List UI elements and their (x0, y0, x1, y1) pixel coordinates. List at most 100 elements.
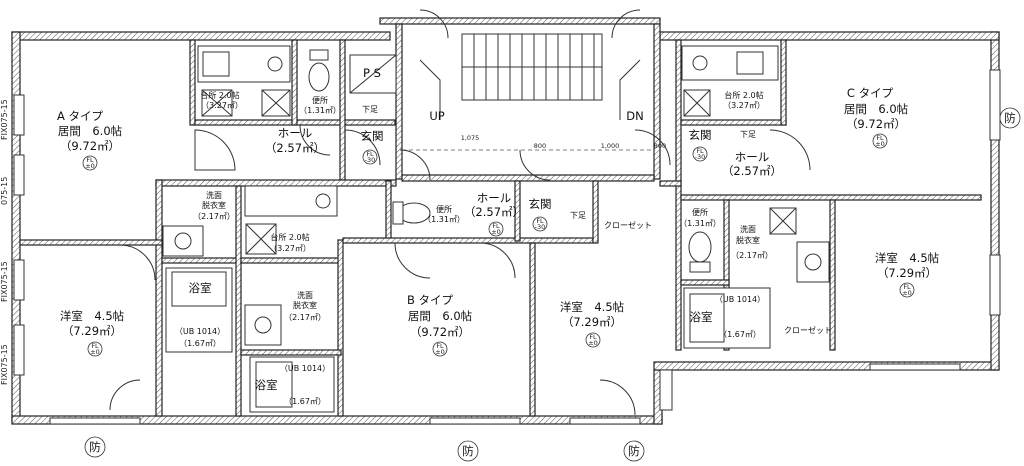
stair-up-label: UP (429, 109, 444, 123)
fire-marks: 防 防 防 防 (84, 107, 1021, 462)
unit-c-washroom-label2: 脱衣室 (736, 235, 760, 245)
unit-a-entrance-label: 玄関 (361, 129, 384, 143)
svg-text:±0: ±0 (875, 140, 885, 148)
svg-text:FL: FL (91, 342, 99, 350)
stair (402, 33, 654, 151)
svg-text:防: 防 (462, 444, 474, 458)
unit-b-washroom-area: （2.17㎡） (284, 313, 326, 322)
unit-c-entrance-label: 玄関 (689, 128, 712, 142)
unit-a-kitchen-label: 台所 2.0帖 (200, 90, 239, 100)
unit-b-ub-label: （UB 1014） (280, 364, 330, 373)
dim-label: 800 (654, 142, 666, 150)
unit-a: A タイプ 居間 6.0帖 （9.72㎡） 洋室 4.5帖 （7.29㎡） 台所… (57, 66, 384, 348)
svg-text:±0: ±0 (85, 162, 95, 170)
fl-marker: FL ±0 (432, 341, 448, 357)
ps-label: P S (363, 66, 381, 80)
unit-c-hall-label: ホール (735, 150, 770, 164)
unit-b-kitchen-area: （3.27㎡） (269, 244, 311, 253)
svg-text:±0: ±0 (491, 228, 501, 236)
doors (109, 9, 811, 416)
unit-b-bath-area: （1.67㎡） (284, 397, 326, 406)
unit-b-living-label: 居間 6.0帖 (408, 309, 472, 323)
side-label: FIX075-15 (0, 344, 9, 385)
fixtures (162, 45, 830, 413)
stair-dn-label: DN (626, 109, 643, 123)
svg-text:FL: FL (696, 147, 704, 155)
svg-text:±0: ±0 (588, 339, 598, 347)
unit-a-ub-label: （UB 1014） (175, 327, 225, 336)
unit-b-closet-label: クローゼット (604, 220, 652, 230)
svg-text:防: 防 (1004, 111, 1016, 125)
fl-marker: FL ±0 (87, 341, 103, 357)
unit-a-washroom-label2: 脱衣室 (202, 200, 226, 210)
unit-c: C タイプ 居間 6.0帖 （9.72㎡） 洋室 4.5帖 （7.29㎡） 台所… (679, 86, 939, 339)
unit-a-toilet-label: 便所 (312, 95, 328, 105)
unit-c-step-label: 下足 (740, 130, 756, 139)
unit-b-toilet-area: （1.31㎡） (423, 215, 465, 224)
unit-c-bath-area: （1.67㎡） (719, 330, 761, 339)
unit-b-toilet-label: 便所 (436, 204, 452, 214)
fl-marker: FL -30 (532, 216, 548, 232)
interior-walls (19, 39, 982, 417)
dimensions: 1,075 800 1,000 800 (461, 134, 667, 150)
unit-b-entrance-label: 玄関 (529, 197, 552, 211)
unit-c-kitchen-label: 台所 2.0帖 (724, 90, 763, 100)
unit-c-living-area: （9.72㎡） (846, 117, 906, 131)
side-labels: FIX075-15 075-15 FIX075-15 FIX075-15 (0, 99, 9, 385)
unit-c-hall-area: （2.57㎡） (722, 164, 782, 178)
unit-c-toilet-area: （1.31㎡） (679, 219, 721, 228)
fl-marker: FL ±0 (872, 133, 888, 149)
svg-text:±0: ±0 (90, 348, 100, 356)
unit-a-hall-label: ホール (278, 126, 313, 140)
dim-label: 800 (534, 142, 546, 150)
windows (13, 69, 1001, 425)
unit-b-kitchen-label: 台所 2.0帖 (270, 232, 309, 242)
svg-text:FL: FL (536, 217, 544, 225)
fire-mark: 防 (457, 440, 479, 462)
unit-a-washroom-area: （2.17㎡） (193, 212, 235, 221)
unit-a-hall-area: （2.57㎡） (265, 141, 325, 155)
unit-b-type: B タイプ (407, 293, 454, 307)
svg-text:FL: FL (366, 150, 374, 158)
svg-text:FL: FL (86, 156, 94, 164)
unit-a-kitchen-area: （3.27㎡） (201, 101, 243, 110)
fl-marker: FL ±0 (488, 221, 504, 237)
dim-label: 1,000 (601, 142, 620, 150)
fl-marker: FL -30 (362, 149, 378, 165)
side-label: FIX075-15 (0, 261, 9, 302)
dim-label: 1,075 (461, 134, 480, 142)
unit-c-western-area: （7.29㎡） (877, 266, 937, 280)
unit-b-washroom-label: 洗面 (297, 290, 313, 300)
svg-text:FL: FL (876, 134, 884, 142)
unit-c-living-label: 居間 6.0帖 (844, 102, 908, 116)
unit-a-living-label: 居間 6.0帖 (58, 124, 122, 138)
unit-a-washroom-label: 洗面 (206, 190, 222, 200)
svg-text:-30: -30 (695, 153, 706, 161)
unit-a-step-label: 下足 (362, 105, 378, 114)
unit-c-washroom-label: 洗面 (740, 224, 756, 234)
svg-text:±0: ±0 (435, 348, 445, 356)
unit-c-closet-label: クローゼット (784, 325, 832, 335)
fl-marker: FL ±0 (585, 332, 601, 348)
svg-text:FL: FL (589, 333, 597, 341)
fl-marker: FL ±0 (899, 282, 915, 298)
unit-c-western-label: 洋室 4.5帖 (875, 251, 939, 265)
stair-labels: UP DN (429, 109, 643, 123)
svg-text:FL: FL (436, 342, 444, 350)
svg-text:-30: -30 (535, 223, 546, 231)
unit-b-washroom-label2: 脱衣室 (293, 300, 317, 310)
unit-a-toilet-area: （1.31㎡） (299, 106, 341, 115)
unit-b-hall-label: ホール (477, 191, 512, 205)
unit-a-type: A タイプ (57, 109, 104, 123)
fire-mark: 防 (84, 436, 106, 458)
unit-c-type: C タイプ (847, 86, 894, 100)
unit-b-western-label: 洋室 4.5帖 (560, 300, 624, 314)
svg-text:FL: FL (903, 283, 911, 291)
fl-marker: FL -30 (692, 146, 708, 162)
unit-b-western-area: （7.29㎡） (562, 315, 622, 329)
svg-text:防: 防 (89, 440, 101, 454)
svg-text:-30: -30 (365, 156, 376, 164)
unit-b: B タイプ 居間 6.0帖 （9.72㎡） 洋室 4.5帖 （7.29㎡） 台所… (255, 191, 653, 406)
fl-markers: FL ±0 FL ±0 FL -30 FL ±0 FL -30 FL ±0 (82, 133, 915, 357)
